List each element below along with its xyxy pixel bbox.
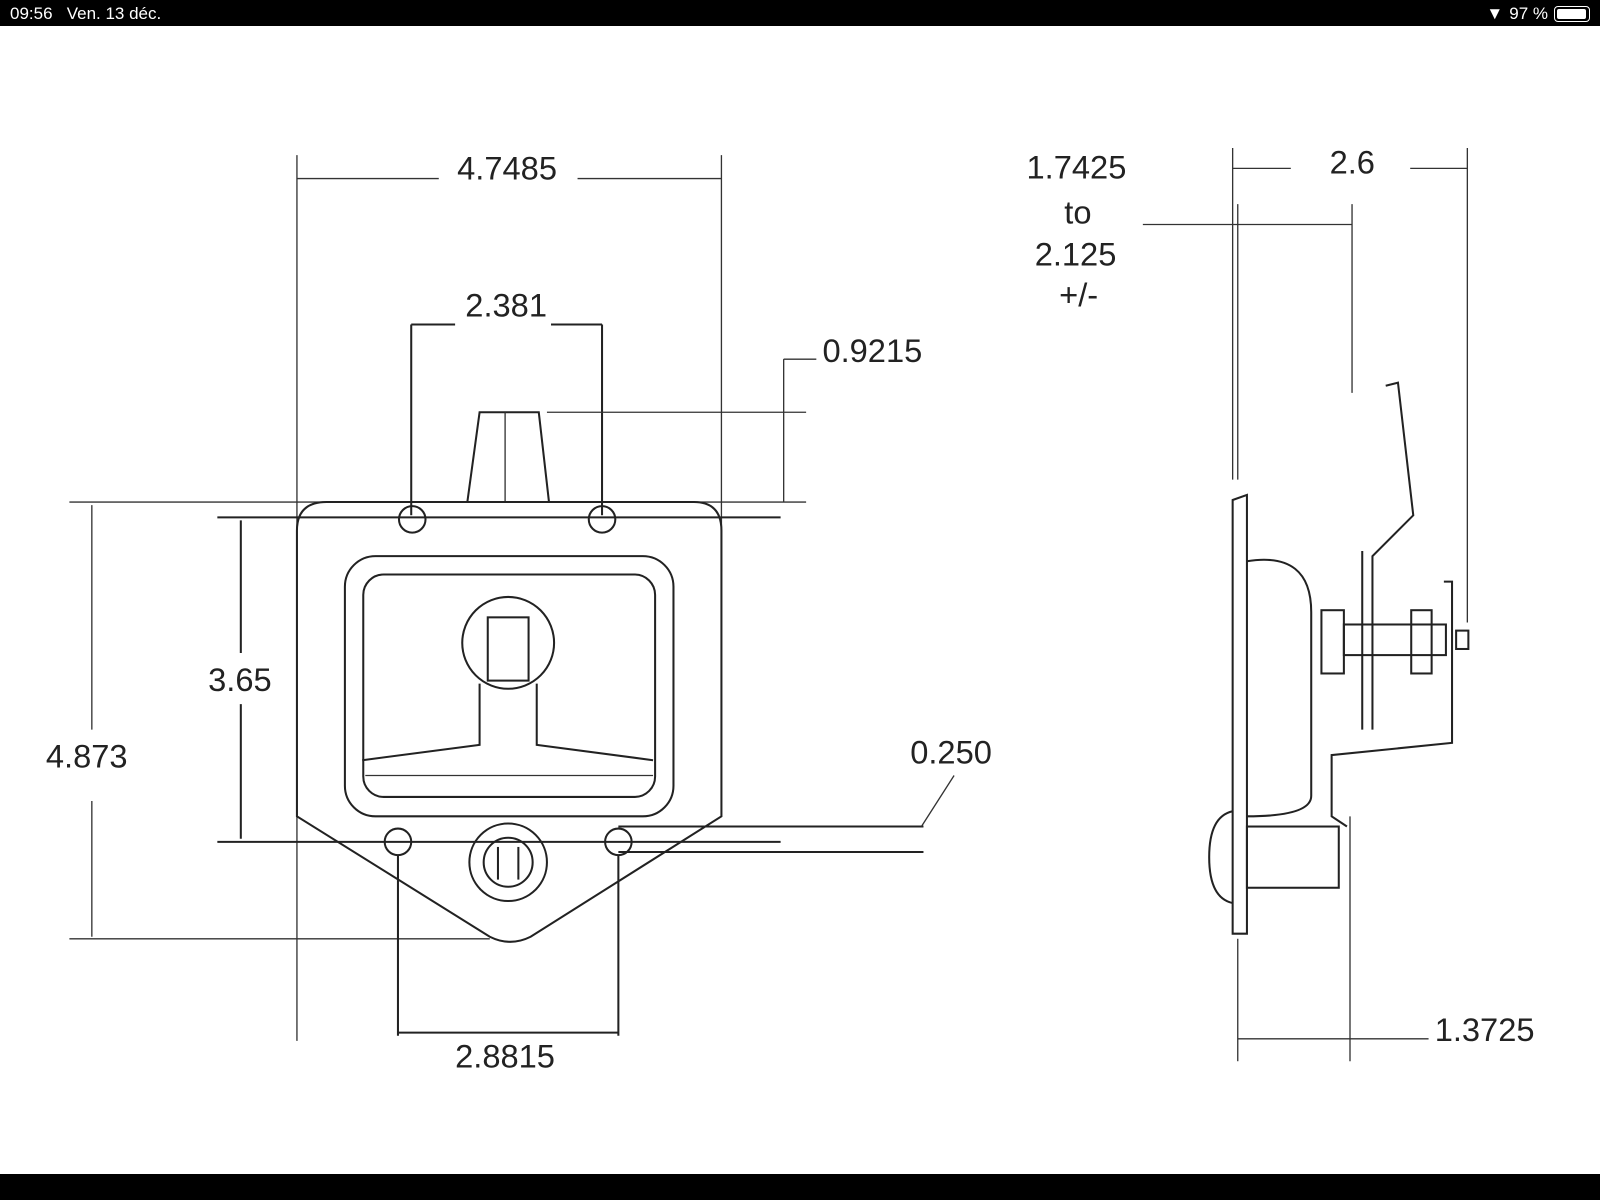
battery-icon	[1554, 6, 1590, 22]
dim-range-line4: +/-	[1059, 276, 1098, 313]
front-view: 4.7485 2.381 0.9215 0.250 3.65 4.873	[46, 150, 992, 1075]
battery-percent: 97 %	[1509, 4, 1548, 23]
dim-hole-vertical-spacing: 3.65	[208, 661, 272, 698]
dim-top-hole-spacing: 2.381	[465, 286, 547, 323]
bottom-bar	[0, 1174, 1600, 1200]
status-date: Ven. 13 déc.	[66, 4, 162, 23]
dim-bottom-hole-spacing: 2.8815	[455, 1037, 555, 1074]
dim-range-line3: 2.125	[1035, 235, 1117, 272]
status-right: ▼ 97 %	[1486, 4, 1590, 24]
dim-overall-height: 4.873	[46, 737, 128, 774]
dim-overall-width: 4.7485	[457, 150, 557, 187]
dim-range-line2: to	[1064, 193, 1091, 230]
dim-hole-diameter: 0.250	[910, 733, 992, 770]
status-time-date: 09:56 Ven. 13 déc.	[10, 4, 161, 24]
wifi-icon: ▼	[1486, 4, 1504, 23]
dim-handle-height: 0.9215	[822, 332, 922, 369]
dim-overall-depth: 2.6	[1330, 143, 1375, 180]
status-bar: 09:56 Ven. 13 déc. ▼ 97 %	[0, 0, 1600, 26]
dim-flange-depth: 1.3725	[1435, 1011, 1535, 1048]
side-view: 2.6 1.7425 to 2.125 +/- 1.3725	[1027, 143, 1535, 1062]
status-time: 09:56	[10, 4, 53, 23]
dim-range-line1: 1.7425	[1027, 149, 1127, 186]
